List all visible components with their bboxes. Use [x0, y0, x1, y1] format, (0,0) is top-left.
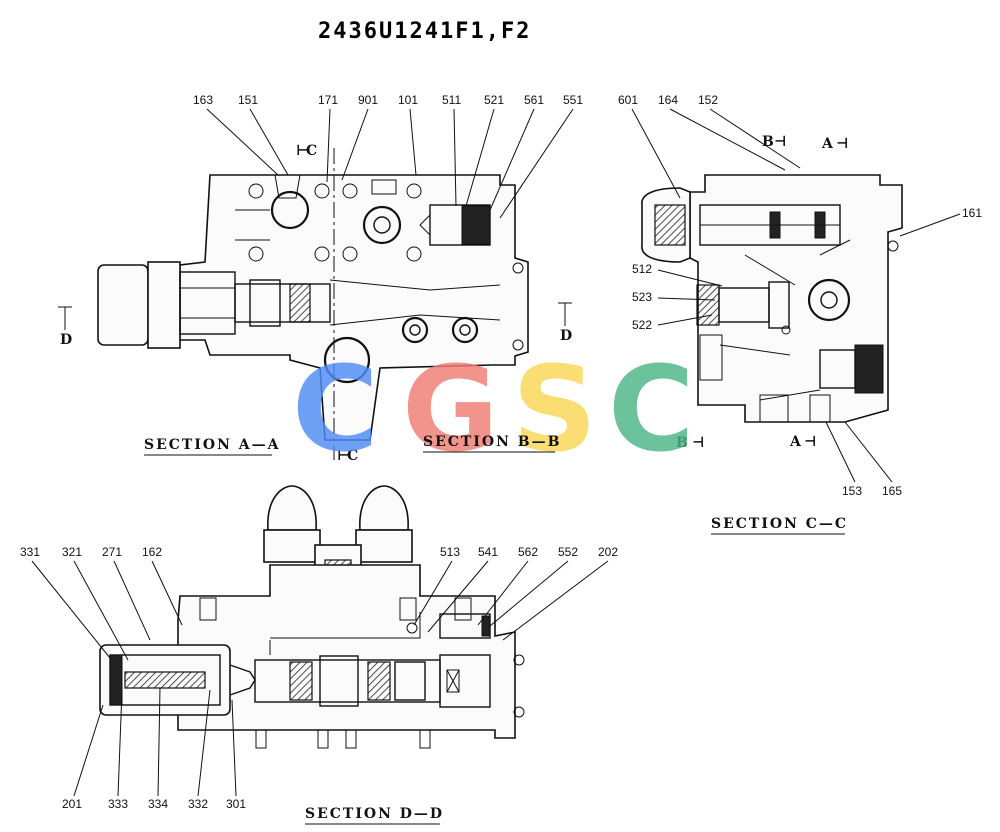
- part-label-552: 552: [558, 545, 578, 559]
- part-label-901: 901: [358, 93, 378, 107]
- section-title-d: SECTION D—D: [305, 806, 444, 822]
- cut-mark-c-bottom-prefix: ⊢: [337, 448, 349, 464]
- part-label-151: 151: [238, 93, 258, 107]
- part-label-171: 171: [318, 93, 338, 107]
- part-label-561: 561: [524, 93, 544, 107]
- cut-mark-d-left: D: [60, 332, 72, 348]
- part-label-301: 301: [226, 797, 246, 811]
- section-a-a-view: [97, 148, 529, 460]
- part-label-163: 163: [193, 93, 213, 107]
- watermark-logo: C G S C: [292, 340, 695, 478]
- cut-mark-d-right: D: [560, 328, 572, 344]
- cut-mark-d-left-symbol: [58, 306, 72, 330]
- cut-mark-b-top-bar: ⊣: [774, 134, 786, 150]
- cut-mark-d-right-symbol: [558, 302, 572, 326]
- watermark-letter-s: S: [512, 340, 597, 478]
- part-label-271: 271: [102, 545, 122, 559]
- cut-mark-b-top: B: [762, 134, 774, 150]
- part-label-512: 512: [632, 262, 652, 276]
- watermark-letter-c2: C: [608, 340, 695, 478]
- part-label-334: 334: [148, 797, 168, 811]
- part-label-522: 522: [632, 318, 652, 332]
- cut-mark-a-bottom: A: [789, 434, 802, 450]
- part-label-513: 513: [440, 545, 460, 559]
- part-label-321: 321: [62, 545, 82, 559]
- cut-mark-c-bottom: C: [347, 448, 358, 464]
- section-d-d-view: [99, 485, 525, 749]
- section-title-b: SECTION B—B: [423, 434, 561, 450]
- part-label-101: 101: [398, 93, 418, 107]
- section-title-a: SECTION A—A: [144, 437, 280, 453]
- part-label-164: 164: [658, 93, 678, 107]
- cut-mark-c-top-label: C: [306, 143, 317, 159]
- part-label-201: 201: [62, 797, 82, 811]
- part-label-601: 601: [618, 93, 638, 107]
- part-label-521: 521: [484, 93, 504, 107]
- part-label-551: 551: [563, 93, 583, 107]
- part-label-331: 331: [20, 545, 40, 559]
- part-label-333: 333: [108, 797, 128, 811]
- part-label-161: 161: [962, 206, 982, 220]
- cut-mark-a-bottom-bar: ⊣: [804, 434, 816, 450]
- part-label-153: 153: [842, 484, 862, 498]
- section-c-c-view: [641, 174, 903, 423]
- part-label-165: 165: [882, 484, 902, 498]
- watermark-letter-c1: C: [292, 340, 379, 478]
- part-label-332: 332: [188, 797, 208, 811]
- drawing-title: 2436U1241F1,F2: [318, 19, 531, 44]
- part-label-523: 523: [632, 290, 652, 304]
- part-label-541: 541: [478, 545, 498, 559]
- part-label-202: 202: [598, 545, 618, 559]
- cut-mark-a-top-bar: ⊣: [836, 136, 848, 152]
- part-label-562: 562: [518, 545, 538, 559]
- part-label-152: 152: [698, 93, 718, 107]
- watermark-letter-g: G: [402, 340, 499, 478]
- part-label-511: 511: [442, 93, 461, 107]
- part-label-162: 162: [142, 545, 162, 559]
- cut-mark-b-bottom: B: [676, 435, 688, 451]
- cut-mark-a-top: A: [821, 136, 834, 152]
- section-title-c: SECTION C—C: [711, 516, 848, 532]
- cut-mark-c-top: ⊢: [296, 143, 308, 159]
- cut-mark-b-bottom-bar: ⊣: [692, 435, 704, 451]
